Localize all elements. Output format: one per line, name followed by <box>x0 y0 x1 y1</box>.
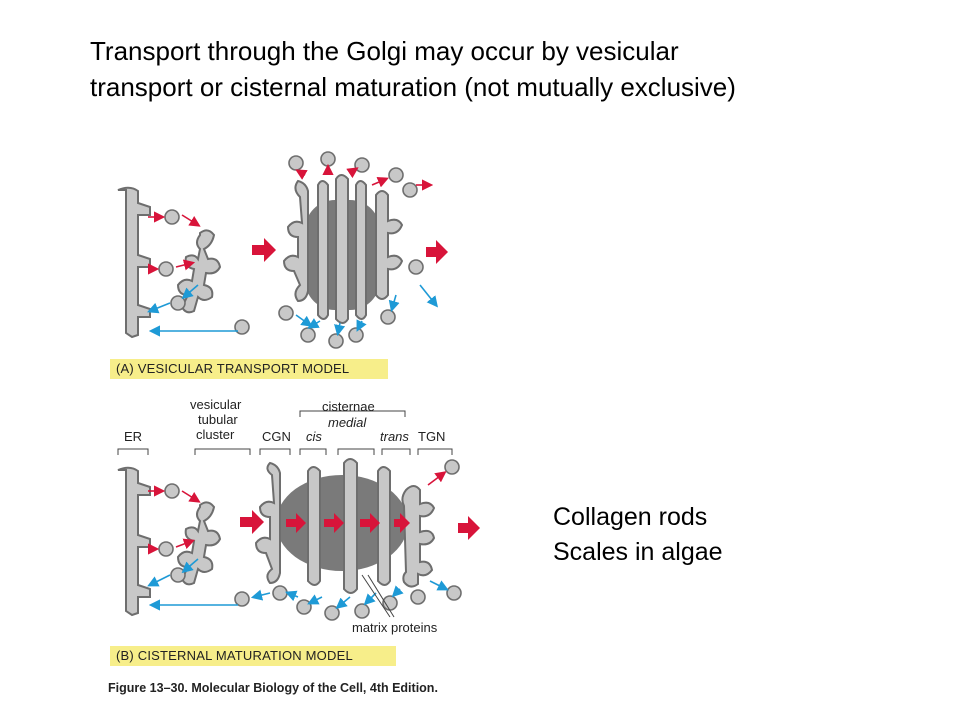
label-tubular: tubular <box>198 412 238 427</box>
golgi-figure: (A) VESICULAR TRANSPORT MODEL (B) CISTER… <box>100 145 500 705</box>
matrix-proteins-leaders <box>361 574 395 618</box>
figure-caption: Figure 13–30. Molecular Biology of the C… <box>108 681 438 695</box>
slide-title: Transport through the Golgi may occur by… <box>90 33 910 105</box>
anterograde-arrows-b <box>148 471 447 555</box>
label-cisternae: cisternae <box>322 399 375 414</box>
label-medial: medial <box>328 415 367 430</box>
label-cis: cis <box>306 429 322 444</box>
label-er: ER <box>124 429 143 444</box>
note-collagen-rods: Collagen rods <box>553 503 708 531</box>
note-scales-in-algae: Scales in algae <box>553 538 723 566</box>
panel-b-banner: (B) CISTERNAL MATURATION MODEL <box>110 646 396 666</box>
title-line-2: transport or cisternal maturation (not m… <box>90 72 736 102</box>
label-trans: trans <box>380 429 409 444</box>
er-membrane-b <box>117 466 151 617</box>
block-arrow-a-1 <box>252 238 276 262</box>
block-arrow-b-2 <box>458 516 480 540</box>
cisterna-a-1 <box>282 179 309 303</box>
title-line-1: Transport through the Golgi may occur by… <box>90 36 679 66</box>
cisterna-a-3 <box>335 174 349 324</box>
panel-a-banner: (A) VESICULAR TRANSPORT MODEL <box>110 359 388 379</box>
maturation-arrows-b <box>286 513 410 533</box>
vesicles-b <box>158 459 462 621</box>
label-cluster: cluster <box>196 427 235 442</box>
er-membrane-a <box>117 186 151 339</box>
retrograde-arrows-a <box>147 284 438 337</box>
panel-a-diagram <box>117 151 448 349</box>
cisterna-a-5 <box>375 190 404 300</box>
cisterna-a-2 <box>317 180 329 320</box>
label-tgn: TGN <box>418 429 446 444</box>
cis-cisterna <box>307 466 321 586</box>
cgn-cisterna <box>254 461 281 585</box>
anterograde-arrows-a <box>148 163 434 275</box>
tgn-cisterna <box>401 485 436 588</box>
medial-cisterna <box>343 458 358 594</box>
label-vesicular: vesicular <box>190 397 242 412</box>
trans-cisterna <box>377 466 391 586</box>
golgi-diagram <box>117 151 480 621</box>
panel-b-diagram <box>117 410 480 621</box>
side-notes: Collagen rods Scales in algae <box>553 500 723 570</box>
block-arrow-a-2 <box>426 240 448 264</box>
label-matrix-proteins: matrix proteins <box>352 620 438 635</box>
label-cgn: CGN <box>262 429 291 444</box>
cisterna-a-4 <box>355 180 367 320</box>
block-arrow-b-1 <box>240 510 264 534</box>
label-brackets-b <box>117 410 453 455</box>
retrograde-arrows-b <box>147 558 449 611</box>
